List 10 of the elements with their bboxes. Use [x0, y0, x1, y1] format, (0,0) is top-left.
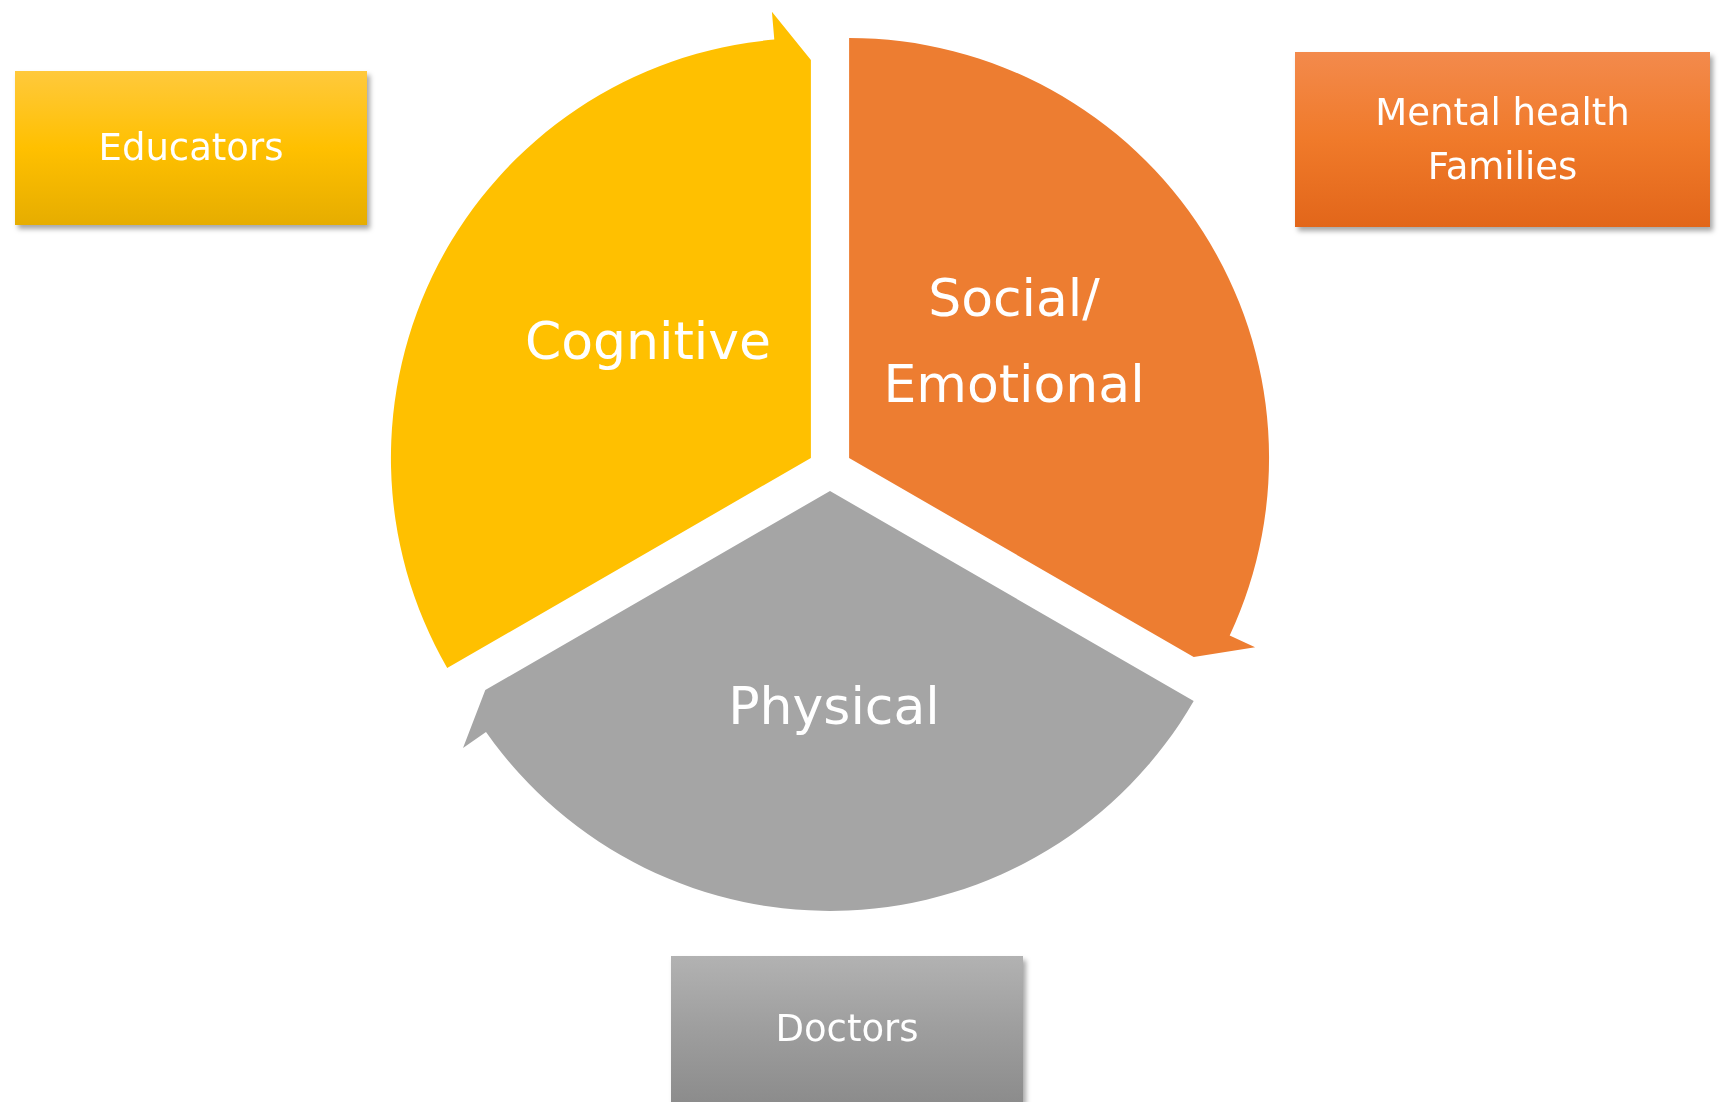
segment-label: Cognitive	[523, 310, 773, 374]
mental-health-families-box	[1295, 52, 1710, 227]
segment-label: Physical	[727, 675, 941, 739]
box-label: Doctors	[775, 1006, 919, 1053]
box-label: Families	[1427, 143, 1578, 190]
doctors-box	[671, 956, 1023, 1102]
box-label: Mental health	[1375, 89, 1630, 136]
segment-label: Social/ Emotional	[882, 267, 1146, 416]
box-label: Educators	[98, 125, 284, 172]
educators-box	[15, 71, 367, 225]
